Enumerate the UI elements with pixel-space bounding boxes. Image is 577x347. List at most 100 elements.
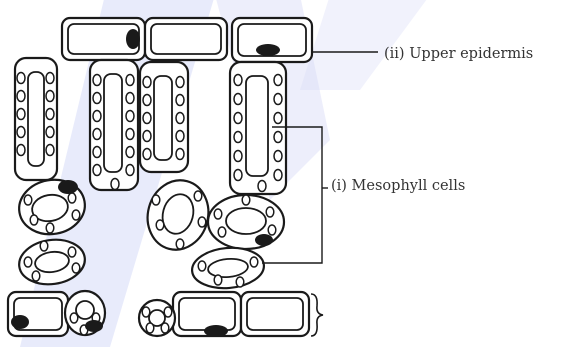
chloroplast (213, 274, 223, 286)
chloroplast (45, 222, 55, 234)
chloroplast (233, 92, 243, 106)
upper-epidermis-cell (230, 16, 314, 64)
spongy-cell (18, 238, 86, 286)
chloroplast (193, 190, 203, 202)
chloroplast (23, 194, 33, 206)
chloroplast (69, 312, 79, 324)
vacuole (178, 297, 236, 331)
chloroplast (175, 111, 185, 125)
palisade-cell (228, 60, 288, 196)
chloroplast (142, 111, 152, 125)
lower-epidermis-brace (310, 293, 324, 337)
palisade-cell (88, 58, 140, 192)
chloroplast (29, 214, 39, 226)
chloroplast (233, 73, 243, 87)
chloroplast (125, 163, 135, 177)
chloroplast (175, 238, 185, 250)
chloroplast (235, 276, 245, 288)
chloroplast (273, 73, 283, 87)
chloroplast (39, 240, 49, 252)
spongy-cell (18, 178, 86, 236)
spongy-cell (206, 193, 286, 251)
nucleus (255, 234, 273, 246)
upper-epidermis-cell (60, 16, 147, 62)
nucleus (256, 44, 280, 56)
chloroplast (16, 89, 26, 103)
chloroplast (265, 206, 275, 218)
chloroplast (233, 168, 243, 182)
chloroplast (175, 93, 185, 107)
chloroplast (92, 127, 102, 141)
chloroplast (142, 147, 152, 161)
chloroplast (16, 143, 26, 157)
chloroplast (142, 75, 152, 89)
vacuole (75, 300, 95, 320)
chloroplast (273, 111, 283, 125)
chloroplast (125, 109, 135, 123)
chloroplast (16, 125, 26, 139)
nucleus (58, 180, 78, 194)
palisade-cell (138, 60, 190, 174)
chloroplast (142, 93, 152, 107)
vacuole (27, 71, 45, 167)
chloroplast (241, 194, 251, 206)
chloroplast (45, 107, 55, 121)
vacuole (237, 23, 307, 57)
chloroplast (45, 89, 55, 103)
chloroplast (92, 109, 102, 123)
chloroplast (92, 91, 102, 105)
vacuole (207, 257, 249, 279)
chloroplast (233, 111, 243, 125)
chloroplast (151, 194, 161, 206)
vacuole (103, 73, 123, 173)
nucleus (11, 315, 29, 329)
chloroplast (110, 177, 120, 191)
vacuole (161, 193, 195, 235)
chloroplast (71, 209, 81, 221)
chloroplast (71, 262, 81, 274)
chloroplast (197, 260, 207, 272)
vacuole (245, 75, 269, 177)
chloroplast (31, 270, 41, 282)
chloroplast (163, 306, 173, 318)
chloroplast (92, 73, 102, 87)
nucleus (204, 325, 228, 337)
chloroplast (16, 71, 26, 85)
vacuole (150, 23, 222, 55)
lower-epidermis-cell (6, 290, 70, 338)
nucleus (126, 29, 140, 49)
chloroplast (155, 219, 165, 231)
spongy-cell (146, 179, 210, 251)
chloroplast (175, 129, 185, 143)
chloroplast (45, 125, 55, 139)
mesophyll-bracket (262, 126, 323, 264)
lower-epidermis-cell (171, 290, 243, 338)
chloroplast (267, 224, 277, 236)
mesophyll-cells-label: (i) Mesophyll cells (331, 178, 466, 194)
leader-lines (262, 51, 378, 264)
palisade-cell (13, 56, 59, 182)
chloroplast (273, 168, 283, 182)
chloroplast (145, 322, 155, 334)
vacuole (225, 207, 267, 235)
watermark-stroke-top (300, 0, 427, 90)
chloroplast (175, 147, 185, 161)
cells-group (6, 16, 324, 338)
chloroplast (273, 92, 283, 106)
vacuole (148, 309, 166, 327)
chloroplast (233, 130, 243, 144)
vacuole (153, 75, 173, 161)
chloroplast (125, 127, 135, 141)
chloroplast (213, 208, 223, 220)
lower-epidermis-cell (239, 290, 311, 338)
chloroplast (160, 322, 170, 334)
chloroplast (217, 226, 227, 238)
spongy-cell (137, 298, 177, 338)
chloroplast (233, 149, 243, 163)
spongy-cell (63, 289, 107, 337)
chloroplast (16, 107, 26, 121)
chloroplast (92, 163, 102, 177)
vacuole (31, 193, 69, 223)
chloroplast (175, 75, 185, 89)
